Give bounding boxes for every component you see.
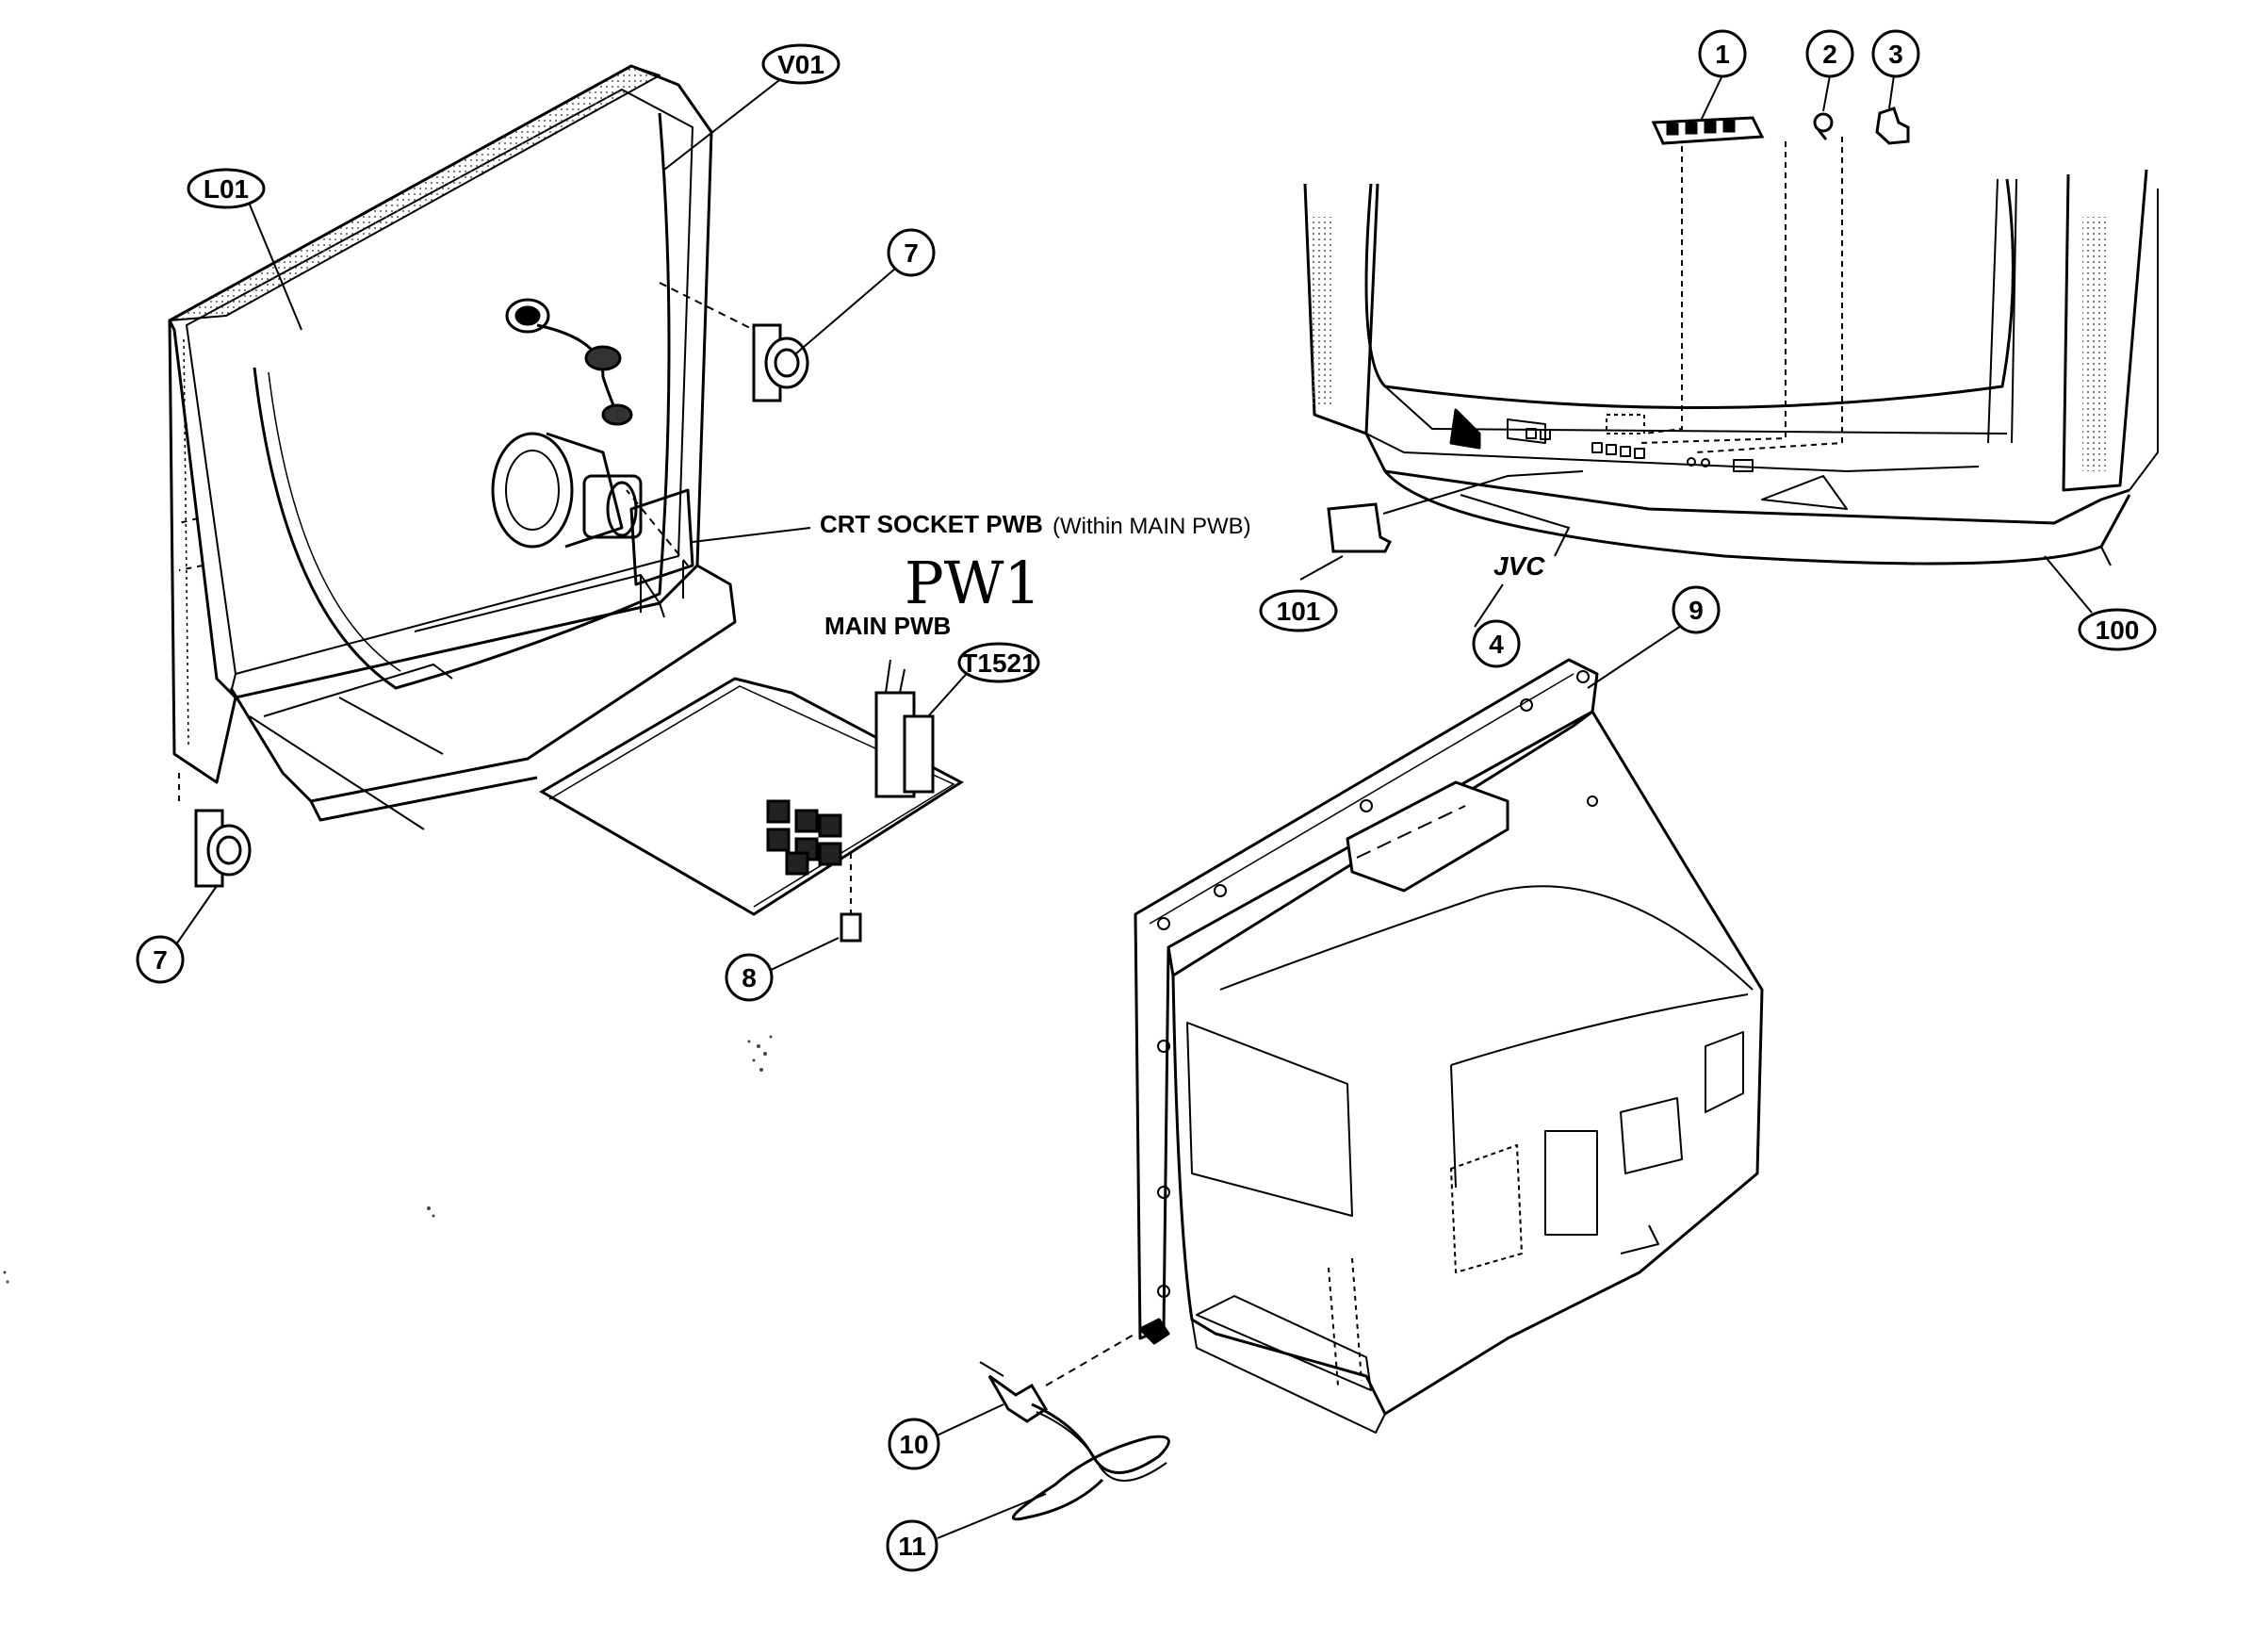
- svg-text:L01: L01: [204, 174, 249, 204]
- part-101-door: [1327, 502, 1393, 553]
- crt-socket-pwb-label: CRT SOCKET PWB: [820, 510, 1043, 538]
- svg-text:101: 101: [1277, 597, 1321, 626]
- svg-text:V01: V01: [777, 50, 824, 79]
- callout-9: 9: [1672, 585, 1721, 634]
- svg-text:10: 10: [899, 1430, 928, 1459]
- main-pwb-board: [539, 659, 964, 943]
- svg-text:11: 11: [898, 1532, 926, 1561]
- leader-lines-left: [167, 70, 971, 981]
- crt-socket-pwb-note: (Within MAIN PWB): [1052, 514, 1251, 539]
- callout-101: 101: [1259, 589, 1338, 632]
- callout-V01: V01: [761, 43, 840, 85]
- svg-text:7: 7: [153, 945, 168, 975]
- svg-text:7: 7: [904, 238, 919, 268]
- svg-text:8: 8: [742, 963, 757, 992]
- callout-8: 8: [725, 953, 774, 1002]
- svg-text:T1521: T1521: [961, 648, 1036, 678]
- callout-100: 100: [2078, 608, 2157, 651]
- callout-7-top: 7: [887, 228, 936, 277]
- part-2-clip: [1813, 112, 1834, 140]
- callout-T1521: T1521: [957, 642, 1040, 683]
- svg-text:1: 1: [1715, 40, 1730, 69]
- jvc-logo-badge: JVC: [1493, 551, 1545, 581]
- callout-2: 2: [1805, 29, 1854, 78]
- svg-text:100: 100: [2096, 615, 2140, 645]
- leader-lines-right-top: [1299, 74, 2093, 628]
- ac-cord: [979, 1333, 1170, 1521]
- callout-4: 4: [1472, 619, 1521, 668]
- svg-text:4: 4: [1489, 630, 1504, 659]
- scan-specks: [3, 1035, 773, 1284]
- callout-L01: L01: [187, 168, 266, 209]
- svg-text:9: 9: [1689, 596, 1704, 625]
- callout-7-bottom: 7: [136, 935, 185, 984]
- speaker-bottom-left: [194, 809, 252, 888]
- svg-text:2: 2: [1822, 40, 1837, 69]
- speaker-top-right: [752, 323, 809, 402]
- callout-11: 11: [886, 1519, 938, 1572]
- rear-cover: [1134, 658, 1764, 1434]
- callout-10: 10: [888, 1418, 940, 1470]
- svg-text:3: 3: [1888, 40, 1903, 69]
- handwritten-annotation: PW1: [905, 549, 1041, 617]
- callout-3: 3: [1871, 29, 1920, 78]
- part-3-bracket: [1875, 107, 1910, 145]
- leader-lines-rear: [932, 621, 1688, 1539]
- main-pwb-label: MAIN PWB: [824, 612, 951, 640]
- crt-assembly: [168, 64, 737, 830]
- control-button-strip: [1651, 116, 1765, 145]
- front-cabinet: [1303, 169, 2159, 566]
- jvc-logo: JVC: [1493, 551, 1545, 581]
- callout-1: 1: [1698, 29, 1747, 78]
